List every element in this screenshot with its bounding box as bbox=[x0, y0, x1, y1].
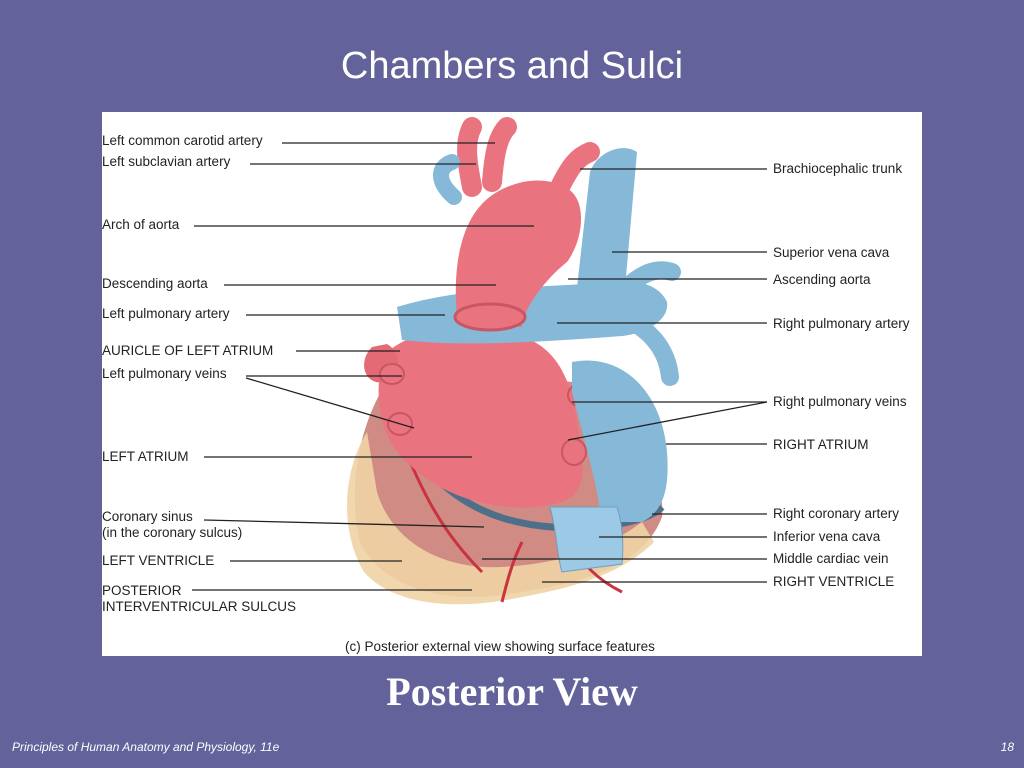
left-subclavian-blue bbox=[433, 154, 462, 205]
right-atrium-shape bbox=[572, 360, 668, 522]
right-pulmonary-artery-branches bbox=[613, 261, 681, 386]
right-leader-lines bbox=[482, 168, 768, 583]
label-descending-aorta: Descending aorta bbox=[102, 276, 208, 291]
label-arch-of-aorta: Arch of aorta bbox=[102, 217, 180, 232]
heart-illustration bbox=[192, 117, 768, 605]
aortic-branches bbox=[457, 117, 600, 197]
label-ascending-aorta: Ascending aorta bbox=[773, 272, 871, 287]
view-subtitle: Posterior View bbox=[386, 669, 638, 714]
left-pulmonary-vein-upper bbox=[379, 363, 405, 385]
label-coronary-sinus: Coronary sinus (in the coronary sulcus) bbox=[102, 509, 243, 540]
label-brachiocephalic-trunk: Brachiocephalic trunk bbox=[773, 161, 903, 176]
footer-reference: Principles of Human Anatomy and Physiolo… bbox=[12, 740, 280, 754]
figure-caption: (c) Posterior external view showing surf… bbox=[345, 639, 655, 654]
label-right-atrium: RIGHT ATRIUM bbox=[773, 437, 869, 452]
label-right-pulmonary-artery: Right pulmonary artery bbox=[773, 316, 910, 331]
label-right-ventricle: RIGHT VENTRICLE bbox=[773, 574, 895, 589]
label-left-pulmonary-artery: Left pulmonary artery bbox=[102, 306, 230, 321]
label-posterior-interventricular-sulcus: POSTERIOR INTERVENTRICULAR SULCUS bbox=[102, 583, 297, 614]
label-right-coronary-artery: Right coronary artery bbox=[773, 506, 900, 521]
right-pulmonary-vein-lower bbox=[561, 438, 587, 466]
label-left-ventricle: LEFT VENTRICLE bbox=[102, 553, 215, 568]
label-left-common-carotid-artery: Left common carotid artery bbox=[102, 133, 263, 148]
label-inferior-vena-cava: Inferior vena cava bbox=[773, 529, 881, 544]
label-middle-cardiac-vein: Middle cardiac vein bbox=[773, 551, 889, 566]
inferior-vena-cava-shape bbox=[549, 506, 624, 573]
left-leader-lines bbox=[192, 142, 534, 591]
label-auricle-of-left-atrium: AURICLE OF LEFT ATRIUM bbox=[102, 343, 274, 358]
label-right-pulmonary-veins: Right pulmonary veins bbox=[773, 394, 907, 409]
label-superior-vena-cava: Superior vena cava bbox=[773, 245, 890, 260]
left-atrium-shape bbox=[378, 328, 583, 508]
aorta-shape bbox=[455, 180, 582, 327]
descending-aorta-opening bbox=[453, 302, 527, 332]
label-left-atrium: LEFT ATRIUM bbox=[102, 449, 189, 464]
page-number: 18 bbox=[1000, 740, 1014, 754]
label-left-pulmonary-veins: Left pulmonary veins bbox=[102, 366, 227, 381]
label-left-subclavian-artery: Left subclavian artery bbox=[102, 154, 231, 169]
slide-title: Chambers and Sulci bbox=[340, 45, 684, 87]
heart-diagram-panel: Left common carotid artery Left subclavi… bbox=[102, 112, 922, 656]
